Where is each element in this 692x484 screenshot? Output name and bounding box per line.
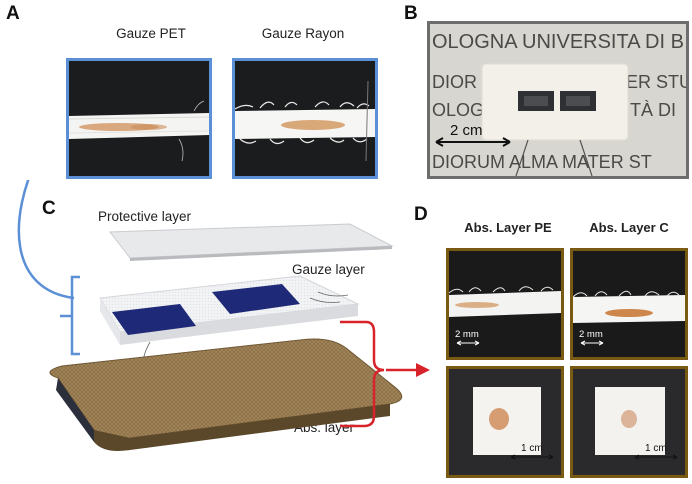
label-gauze-layer: Gauze layer	[292, 262, 365, 277]
red-arrow-head-icon	[416, 363, 430, 377]
caption-gauze-pet: Gauze PET	[116, 26, 186, 41]
photo-gauze-pet	[66, 58, 212, 179]
gauze-bracket	[70, 275, 80, 356]
absorbent-layer	[49, 338, 403, 440]
electrode-right	[212, 284, 300, 314]
photo-gauze-rayon	[232, 58, 378, 179]
electrode-left	[112, 304, 196, 335]
bg-text-line3-left: OLOG	[432, 100, 484, 120]
device-on-paper-image: OLOGNA UNIVERSITA DI B DIOR ER STU OLOG …	[430, 24, 686, 176]
caption-gauze-rayon: Gauze Rayon	[261, 26, 345, 41]
arrow-to-gauze-photos	[17, 180, 75, 300]
scale-2mm-left: 2 mm	[455, 329, 479, 340]
scale-1cm-left: 1 cm	[521, 443, 543, 454]
scale-1cm-right: 1 cm	[645, 443, 667, 454]
bg-text-line2-right: ER STU	[626, 72, 686, 92]
layer-stack-illustration	[17, 180, 430, 451]
photo-abs-pe-square: 1 cm	[446, 366, 564, 478]
panel-letter-d: D	[414, 204, 428, 225]
bg-text-line2-left: DIOR	[432, 72, 477, 92]
bg-text-line1: OLOGNA UNIVERSITA DI B	[432, 31, 684, 53]
photo-abs-c-square: 1 cm	[570, 366, 688, 478]
panel-letter-a: A	[6, 3, 20, 24]
scale-2mm-right: 2 mm	[579, 329, 603, 340]
abs-bracket	[340, 320, 385, 428]
label-protective-layer: Protective layer	[98, 209, 192, 224]
panel-letter-c: C	[42, 198, 56, 219]
caption-abs-layer-pe: Abs. Layer PE	[464, 220, 552, 235]
photo-device-on-paper: OLOGNA UNIVERSITA DI B DIOR ER STU OLOG …	[427, 21, 689, 179]
scale-2cm: 2 cm	[450, 122, 483, 139]
gauze-pet-image	[69, 61, 209, 176]
caption-abs-layer-c: Abs. Layer C	[589, 220, 669, 235]
bg-text-line3-right: TÀ DI	[630, 100, 676, 120]
panel-letter-b: B	[404, 3, 418, 24]
photo-abs-pe-closeup: 2 mm	[446, 248, 564, 360]
gauze-rayon-image	[235, 61, 375, 176]
photo-abs-c-closeup: 2 mm	[570, 248, 688, 360]
bg-text-line4: DIORUM ALMA MATER ST	[432, 152, 652, 172]
